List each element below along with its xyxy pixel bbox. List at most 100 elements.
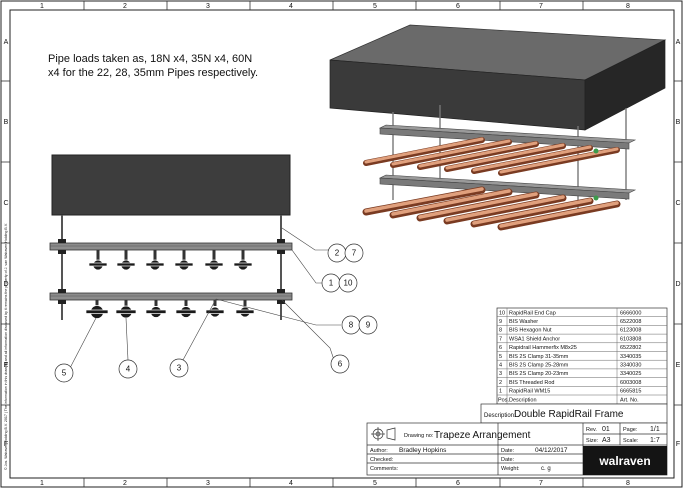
balloon-label: 5 [62,369,67,378]
upper-rail [49,242,293,251]
row-label: A [4,39,9,46]
row-label: C [675,200,680,207]
col-label: 6 [456,3,460,10]
bom-pos: 3 [499,371,502,377]
bom-art: 3340025 [620,371,641,377]
inner-border [9,9,675,479]
balloon-label: 7 [352,249,357,258]
comments-label: Comments: [370,466,399,472]
description-label: Description: [484,413,516,419]
date-value: 04/12/2017 [535,447,568,454]
bom-header-desc: Description [509,397,537,403]
col-label: 1 [40,3,44,10]
balloon-label: 1 [329,279,334,288]
col-label: 3 [206,480,210,487]
author-label: Author: [370,448,388,454]
bom-desc: BIS 2S Clamp 20-23mm [509,371,569,377]
note-line-2: x4 for the 22, 28, 35mm Pipes respective… [48,67,258,79]
lower-pipe-clamps [85,300,255,319]
lower-pipes [362,186,621,231]
bom-pos: 9 [499,319,502,325]
bom-desc: BIS 2S Clamp 25-28mm [509,363,569,369]
col-label: 6 [456,480,460,487]
row-label: F [676,441,680,448]
weight-label: Weight: [501,466,520,472]
front-view [49,154,293,320]
size-label: Size: [586,438,599,444]
balloon-label: 2 [335,249,340,258]
col-label: 5 [373,480,377,487]
bom-desc: WSA1 Shield Anchor [509,336,560,342]
page-label: Page: [623,427,638,433]
bom-desc: BIS Threaded Rod [509,380,554,386]
bom-desc: BIS Hexagon Nut [509,328,552,334]
bom-pos: 6 [499,345,502,351]
col-label: 4 [289,480,293,487]
end-cap [593,148,599,154]
row-label: B [676,119,681,126]
upper-pipes [363,137,620,176]
bom-desc: RapidRail End Cap [509,310,556,316]
col-label: 1 [40,480,44,487]
date-label: Date: [501,448,515,454]
row-label: E [676,362,681,369]
bom-pos: 10 [499,310,505,316]
col-label: 7 [539,3,543,10]
bom-art: 3340030 [620,363,641,369]
balloon-label: 9 [366,321,371,330]
upper-pipe-clamps [88,250,253,271]
brand-panel [583,446,667,475]
bom-pos: 4 [499,363,502,369]
row-label: B [4,119,9,126]
bom-art: 3340035 [620,354,641,360]
row-label: C [3,200,8,207]
bill-of-materials [496,307,668,405]
row-label: E [4,362,9,369]
page-value: 1/1 [650,426,660,433]
bom-desc: Rapidrail Hammerfix M8x25 [509,345,577,351]
bom-pos: 7 [499,336,502,342]
bom-art: 6522802 [620,345,641,351]
row-label: F [4,441,8,448]
description-value: Double RapidRail Frame [514,409,624,420]
part-balloons [54,243,378,383]
brand-logo: walraven [598,454,650,468]
col-label: 2 [123,480,127,487]
bom-pos: 5 [499,354,502,360]
size-value: A3 [602,437,611,444]
bom-pos: 1 [499,389,502,395]
balloon-label: 8 [349,321,354,330]
side-copyright-note: © Jos. Walraven Holding B.V. 2017 | The … [4,223,8,470]
balloon-label: 4 [126,365,131,374]
bom-art: 6003008 [620,380,641,386]
rev-label: Rev. [586,427,597,433]
note-line-1: Pipe loads taken as, 18N x4, 35N x4, 60N [48,53,252,65]
col-label: 3 [206,3,210,10]
bom-header-art: Art. No. [620,397,639,403]
checked-label: Checked: [370,457,394,463]
drawing-no-value: Trapeze Arrangement [434,430,531,441]
weight-unit: c. g [541,466,551,472]
bom-art: 6666000 [620,310,641,316]
bom-desc: BIS 2S Clamp 31-35mm [509,354,569,360]
balloon-label: 3 [177,364,182,373]
bom-art: 6665815 [620,389,641,395]
projection-symbol-icon [371,427,396,441]
balloon-label: 10 [344,279,353,288]
rev-value: 01 [602,426,610,433]
isometric-view [329,24,667,231]
row-label: D [675,281,680,288]
col-label: 8 [626,3,630,10]
bom-pos: 8 [499,328,502,334]
author-value: Bradley Hopkins [399,447,447,454]
col-label: 8 [626,480,630,487]
ceiling-block [51,154,291,216]
checked-date-label: Date: [501,457,515,463]
row-label: A [676,39,681,46]
row-label: D [3,281,8,288]
bom-art: 6522008 [620,319,641,325]
col-label: 5 [373,3,377,10]
drawing-no-label: Drawing no: [404,433,434,439]
